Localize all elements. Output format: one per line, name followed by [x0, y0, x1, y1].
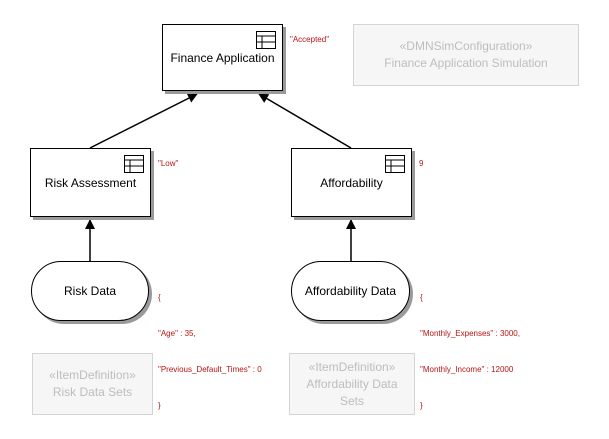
decision-table-icon — [124, 155, 144, 173]
affordability-data-value: { "Monthly_Expenses" : 3000, "Monthly_In… — [420, 268, 520, 436]
decision-table-icon — [385, 155, 405, 173]
artifact-stereotype: «DMNSimConfiguration» — [399, 39, 533, 53]
risk-data-value-line: "Age" : 35, — [158, 329, 196, 338]
input-affordability-data-label: Affordability Data — [304, 284, 397, 298]
decision-affordability[interactable]: Affordability — [291, 148, 412, 217]
risk-data-value-line: } — [158, 401, 161, 410]
connector-risk-assessment-to-finance-application[interactable] — [89, 93, 198, 149]
decision-finance-application[interactable]: Finance Application — [162, 24, 283, 91]
artifact-name-line2: Sets — [339, 393, 364, 408]
decision-finance-application-label: Finance Application — [170, 50, 275, 65]
decision-risk-assessment-label: Risk Assessment — [44, 175, 137, 190]
input-affordability-data[interactable]: Affordability Data — [291, 261, 410, 321]
affordability-data-value-line: "Monthly_Expenses" : 3000, — [420, 329, 520, 338]
risk-assessment-result: "Low" — [158, 159, 179, 168]
artifact-name: Risk Data Sets — [52, 385, 133, 399]
artifact-name: Finance Application Simulation — [384, 56, 548, 70]
artifact-name-line1: Affordability Data — [306, 376, 398, 391]
risk-data-value: { "Age" : 35, "Previous_Default_Times" :… — [158, 268, 262, 436]
affordability-data-value-line: { — [420, 293, 423, 302]
risk-data-value-line: "Previous_Default_Times" : 0 — [158, 365, 262, 374]
decision-table-icon — [256, 31, 276, 49]
artifact-stereotype: «ItemDefinition» — [49, 368, 136, 382]
input-risk-data[interactable]: Risk Data — [31, 261, 149, 321]
finance-application-result: "Accepted" — [290, 35, 330, 44]
artifact-item-definition-risk-data-sets[interactable]: «ItemDefinition» Risk Data Sets — [32, 353, 153, 415]
affordability-data-value-line: "Monthly_Income" : 12000 — [420, 365, 514, 374]
input-risk-data-label: Risk Data — [63, 284, 116, 298]
decision-affordability-label: Affordability — [320, 175, 383, 190]
affordability-result: 9 — [419, 159, 424, 168]
affordability-data-value-line: } — [420, 401, 423, 410]
risk-data-value-line: { — [158, 293, 161, 302]
decision-risk-assessment[interactable]: Risk Assessment — [30, 148, 151, 217]
artifact-stereotype: «ItemDefinition» — [308, 359, 396, 374]
artifact-item-definition-affordability-data-sets[interactable]: «ItemDefinition» Affordability Data Sets — [289, 353, 415, 415]
artifact-sim-configuration[interactable]: «DMNSimConfiguration» Finance Applicatio… — [353, 24, 579, 86]
connector-affordability-to-finance-application[interactable] — [258, 93, 352, 149]
